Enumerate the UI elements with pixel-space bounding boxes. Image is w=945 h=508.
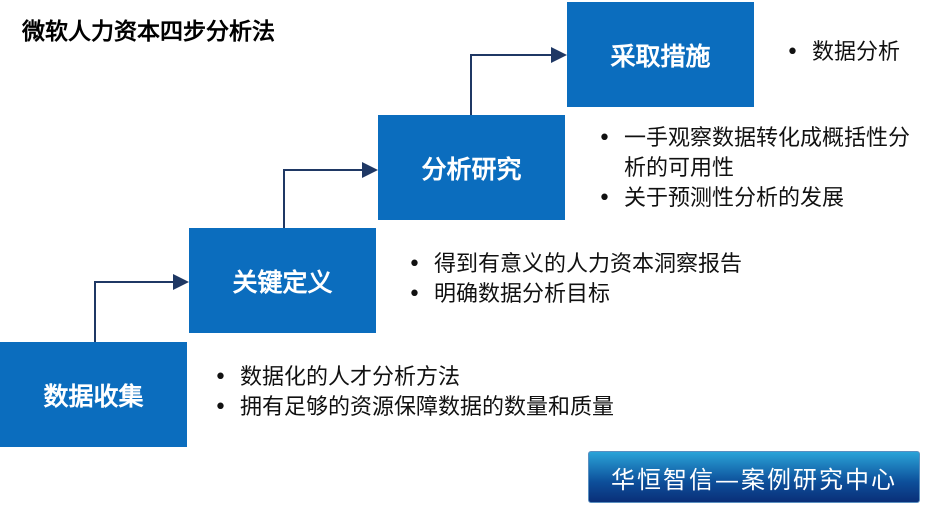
bullet: 明确数据分析目标 [408, 280, 742, 310]
arrow-1 [94, 274, 189, 342]
step-1-bullets: 数据化的人才分析方法 拥有足够的资源保障数据的数量和质量 [214, 363, 614, 423]
bullet: 关于预测性分析的发展 [598, 184, 928, 214]
step-3-bullets: 一手观察数据转化成概括性分析的可用性 关于预测性分析的发展 [598, 124, 928, 214]
step-4-bullets: 数据分析 [786, 38, 900, 68]
slide-title: 微软人力资本四步分析法 [22, 19, 275, 45]
step-box-4: 采取措施 [567, 2, 754, 107]
step-box-2: 关键定义 [189, 228, 376, 333]
bullet: 得到有意义的人力资本洞察报告 [408, 250, 742, 280]
step-box-1: 数据收集 [0, 342, 187, 447]
bullet: 数据分析 [786, 38, 900, 68]
step-2-bullets: 得到有意义的人力资本洞察报告 明确数据分析目标 [408, 250, 742, 310]
bullet: 拥有足够的资源保障数据的数量和质量 [214, 393, 614, 423]
arrow-2 [283, 162, 378, 228]
arrow-3 [470, 47, 567, 115]
step-box-3: 分析研究 [378, 115, 565, 220]
bullet: 数据化的人才分析方法 [214, 363, 614, 393]
bullet: 一手观察数据转化成概括性分析的可用性 [598, 124, 928, 184]
logo-banner: 华恒智信—案例研究中心 [588, 451, 920, 503]
